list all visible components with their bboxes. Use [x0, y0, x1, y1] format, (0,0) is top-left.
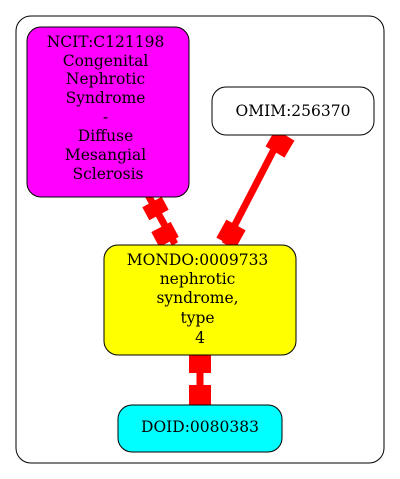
node-mondo: MONDO:0009733 nephrotic syndrome, type 4: [103, 244, 297, 356]
node-doid-label: DOID:0080383: [141, 418, 259, 436]
node-mondo-label: MONDO:0009733 nephrotic syndrome, type 4: [127, 251, 273, 347]
node-omim-box: [211, 86, 375, 136]
edge-ncit-mondo: [142, 193, 179, 248]
node-ncit: NCIT:C121198 Congenital Nephrotic Syndro…: [26, 26, 190, 198]
cluster-border: [15, 15, 385, 464]
node-omim-label: OMIM:256370: [236, 102, 351, 120]
node-ncit-label: NCIT:C121198 Congenital Nephrotic Syndro…: [47, 33, 170, 183]
node-ncit-box: [26, 26, 190, 198]
node-mondo-box: [103, 244, 297, 356]
edge-omim-mondo: [216, 129, 295, 249]
node-doid-box: [117, 404, 283, 453]
node-omim: OMIM:256370: [211, 86, 375, 136]
node-doid: DOID:0080383: [117, 404, 283, 453]
